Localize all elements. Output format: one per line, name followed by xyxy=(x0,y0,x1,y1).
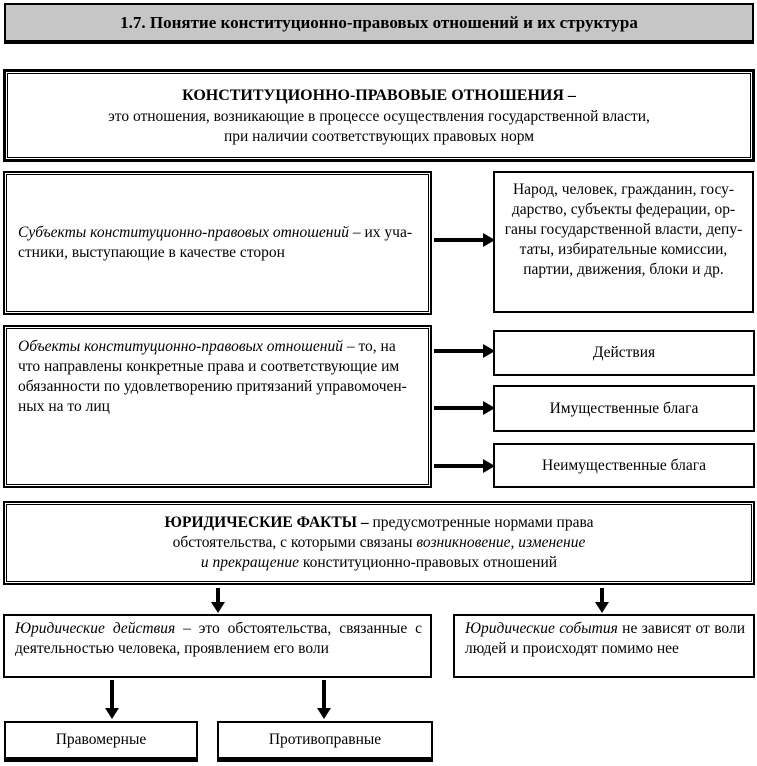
definition-box: КОНСТИТУЦИОННО-ПРАВОВЫЕ ОТНОШЕНИЯ – это … xyxy=(3,69,755,162)
legal-facts-line1: предусмотренные нормами права xyxy=(372,514,594,531)
subjects-examples-box: Народ, человек, гражданин, госу- дарство… xyxy=(493,171,754,313)
subjects-definition: – их уча- стники, выступающие в качестве… xyxy=(18,224,412,261)
object-type-box-property: Имущественные блага xyxy=(493,385,755,432)
definition-title: КОНСТИТУЦИОННО-ПРАВОВЫЕ ОТНОШЕНИЯ – xyxy=(182,86,576,104)
legal-facts-line3-italic: и прекращение xyxy=(200,554,299,571)
objects-term: Объекты конституционно-правовых отношени… xyxy=(18,338,343,355)
header-bar: 1.7. Понятие конституционно-правовых отн… xyxy=(4,3,754,44)
arrow-down-icon xyxy=(600,588,604,602)
legal-facts-text: ЮРИДИЧЕСКИЕ ФАКТЫ – предусмотренные норм… xyxy=(165,513,594,573)
objects-definition: – то, на что направлены конкретные права… xyxy=(18,338,407,415)
legal-events-definition: не зависят от воли людей и происходят по… xyxy=(465,620,746,657)
arrow-right-icon xyxy=(434,349,483,353)
definition-text: это отношения, возникающие в процессе ос… xyxy=(108,107,650,145)
objects-text: Объекты конституционно-правовых отношени… xyxy=(18,337,420,417)
subjects-box: Субъекты конституционно-правовых отношен… xyxy=(3,171,432,315)
legal-actions-definition: – это обстоятельства, связанные с деятел… xyxy=(15,620,422,657)
subjects-term: Субъекты конституционно-правовых отношен… xyxy=(18,224,349,241)
legal-facts-line3: конституционно-правовых отношений xyxy=(298,554,558,571)
arrow-right-icon xyxy=(434,406,483,410)
subjects-examples-text: Народ, человек, гражданин, госу- дарство… xyxy=(504,181,743,278)
unlawful-box: Противоправные xyxy=(217,721,433,762)
lawful-box: Правомерные xyxy=(4,721,198,762)
objects-box: Объекты конституционно-правовых отношени… xyxy=(3,325,432,488)
object-type-label: Имущественные блага xyxy=(549,399,699,417)
arrow-right-icon xyxy=(434,464,483,468)
object-type-box-actions: Действия xyxy=(493,330,755,376)
object-type-box-nonproperty: Неимущественные блага xyxy=(493,443,755,488)
subjects-text: Субъекты конституционно-правовых отношен… xyxy=(18,223,420,263)
legal-facts-term: ЮРИДИЧЕСКИЕ ФАКТЫ – xyxy=(164,514,373,531)
legal-facts-line2: обстоятельства, с которыми связаны xyxy=(172,534,417,551)
lawful-label: Правомерные xyxy=(55,731,147,748)
arrow-down-icon xyxy=(216,588,220,602)
legal-facts-line2-italic: возникновение, изменение xyxy=(416,534,586,551)
legal-facts-box: ЮРИДИЧЕСКИЕ ФАКТЫ – предусмотренные норм… xyxy=(3,501,755,585)
legal-events-box: Юридические события не зависят от воли л… xyxy=(453,614,755,678)
object-type-label: Действия xyxy=(592,344,656,361)
legal-actions-box: Юридические действия – это обстоятельств… xyxy=(3,614,432,678)
legal-events-text: Юридические события не зависят от воли л… xyxy=(465,619,745,659)
unlawful-label: Противоправные xyxy=(268,731,382,748)
arrow-right-icon xyxy=(434,238,483,242)
legal-events-term: Юридические события xyxy=(465,620,618,637)
legal-actions-text: Юридические действия – это обстоятельств… xyxy=(15,619,422,659)
legal-actions-term: Юридические действия xyxy=(15,620,176,637)
arrow-down-icon xyxy=(110,680,114,708)
page-title: 1.7. Понятие конституционно-правовых отн… xyxy=(120,12,638,32)
object-type-label: Неимущественные блага xyxy=(542,456,706,474)
arrow-down-icon xyxy=(322,680,326,708)
